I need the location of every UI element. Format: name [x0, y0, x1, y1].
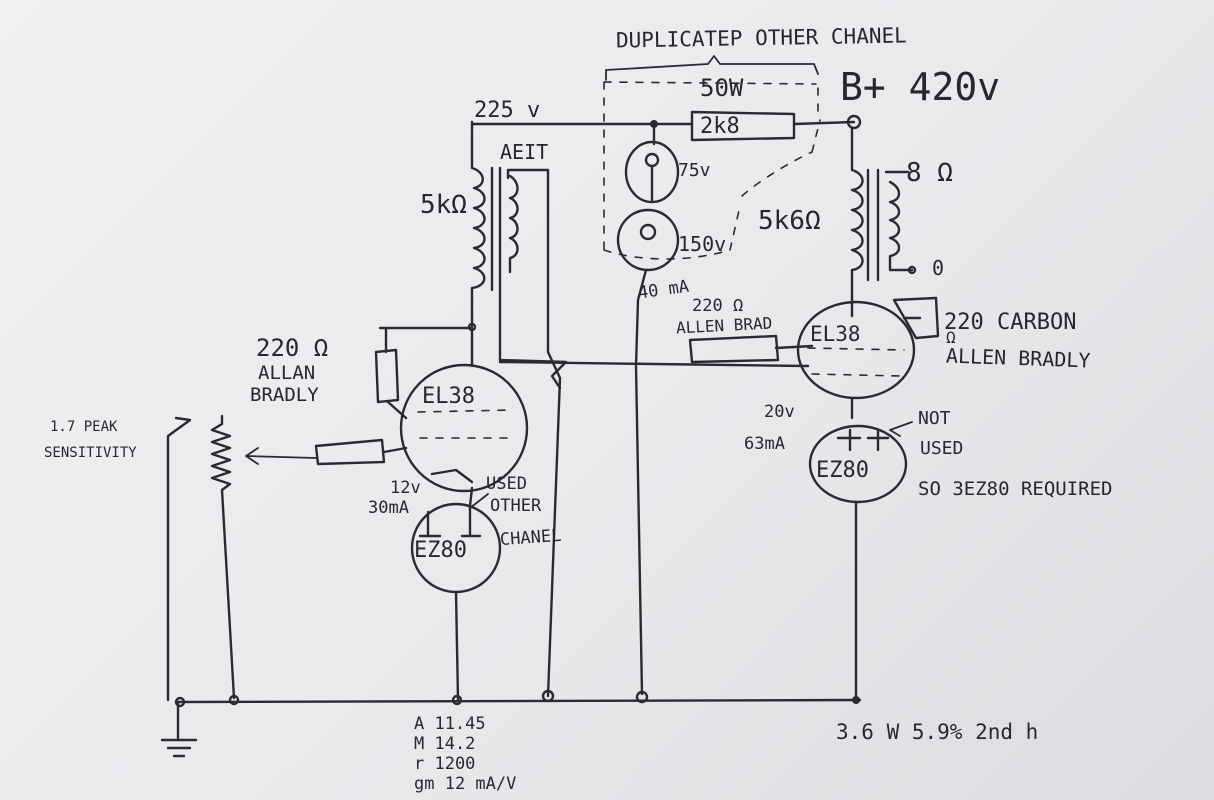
el38-left-cathode: [417, 409, 513, 413]
ground-bus: [174, 698, 862, 704]
tube-75v-label: 75v: [678, 160, 711, 181]
ground-node-6: [852, 696, 860, 704]
used-label: USED: [486, 474, 527, 494]
ez80-right-label: EZ80: [816, 458, 869, 483]
measure-gm: gm 12 mA/V: [414, 774, 517, 794]
transformer-right-core: [866, 168, 880, 282]
heater-63ma-label: 63mA: [744, 434, 785, 454]
bplus-node: [846, 114, 862, 130]
heater-20v-label: 20v: [764, 402, 795, 422]
wiper-arrow: [245, 447, 317, 465]
transformer-left-secondary: [506, 168, 550, 354]
tube-150v-label: 150v: [678, 232, 727, 256]
transformer-right-primary: [850, 126, 864, 306]
ground-symbol: [160, 700, 198, 758]
resistor-5k6-label: 5k6Ω: [758, 206, 821, 236]
cross-wire: [498, 360, 810, 368]
resistor-5k-label: 5kΩ: [420, 190, 467, 220]
el38-right-label: EL38: [810, 322, 861, 346]
grid-stopper-resistor: [314, 438, 408, 466]
not-used-arrow: [889, 421, 913, 437]
transformer-ae-label: AEIT: [500, 140, 549, 164]
carbon-unit-label: Ω: [946, 328, 956, 347]
used-arrow: [469, 493, 489, 509]
allen-bradly-right-label: ALLEN BRADLY: [945, 343, 1091, 373]
power-50w-label: 50W: [700, 74, 744, 102]
input-wire: [166, 416, 192, 702]
r220-left-label: 220 Ω: [256, 334, 329, 362]
reg-tube-150v-anode: [639, 223, 657, 241]
other-label: OTHER: [490, 496, 542, 516]
reg-tube-75v-anode: [644, 152, 660, 168]
eight-ohm-label: 8 Ω: [906, 158, 953, 188]
ez80-right-envelope: [808, 424, 908, 504]
heater-30ma-label: 30mA: [368, 498, 409, 518]
resistor-2k8-label: 2k8: [700, 114, 740, 139]
el38-right-cathode: [811, 373, 901, 377]
bplus-label: B+ 420v: [840, 65, 1001, 109]
zero-label: 0: [932, 256, 945, 280]
potentiometer: [210, 414, 236, 700]
measure-a: A 11.45: [414, 714, 486, 734]
so-3ez80-label: SO 3EZ80 REQUIRED: [918, 478, 1113, 500]
peak-sensitivity-label-2: SENSITIVITY: [44, 445, 137, 461]
screen-resistor-right: [892, 296, 940, 340]
transformer-right-secondary: [884, 170, 914, 272]
duplicate-brace: [605, 55, 819, 81]
transformer-left-primary: [470, 120, 486, 328]
transformer-left-core: [490, 166, 502, 292]
ez80-left-label: EZ80: [414, 538, 467, 563]
measure-r: r 1200: [414, 754, 476, 774]
el38-left-label: EL38: [422, 384, 475, 409]
reg-tube-75v: [624, 140, 680, 204]
ez80-right-anodes: [836, 428, 890, 452]
resistor-220-bottom: [688, 334, 814, 364]
voltage-225-label: 225 v: [474, 98, 541, 123]
el38-left-heater: [430, 468, 474, 484]
duplicate-box: [603, 81, 821, 260]
resistor-2k8: [690, 110, 796, 142]
ez80-left-cathode: [454, 590, 460, 702]
peak-sensitivity-label-1: 1.7 PEAK: [50, 419, 118, 435]
reg-tube-150v-stem: [634, 268, 648, 696]
heater-12v-label: 12v: [390, 478, 421, 498]
bradly-left-label: BRADLY: [250, 384, 319, 406]
allan-label: ALLAN: [258, 362, 316, 384]
chanel-label: CHANEL: [499, 525, 563, 551]
screen-resistor-left: [374, 326, 474, 420]
duplicate-note: DUPLICATEP OTHER CHANEL: [615, 23, 907, 53]
measure-m: M 14.2: [414, 734, 476, 754]
el38-right-grid: [807, 347, 905, 351]
regulator-node: [650, 120, 658, 128]
el38-right-envelope: [796, 300, 916, 400]
ez80-left-anodes: [418, 486, 482, 538]
ground-node-1: [174, 696, 186, 708]
left-screen-wire: [498, 288, 568, 390]
el38-left-envelope: [399, 363, 529, 493]
reg-tube-150v: [616, 208, 680, 272]
used2-label: USED: [920, 438, 964, 459]
r220-carbon-label: 220 CARBON: [944, 310, 1077, 335]
secondary-0-node: [907, 265, 917, 275]
not-label: NOT: [918, 408, 951, 429]
r220-right-label: 220 Ω: [692, 296, 744, 316]
left-secondary-ground: [546, 350, 562, 698]
result-label: 3.6 W 5.9% 2nd h: [836, 720, 1039, 744]
